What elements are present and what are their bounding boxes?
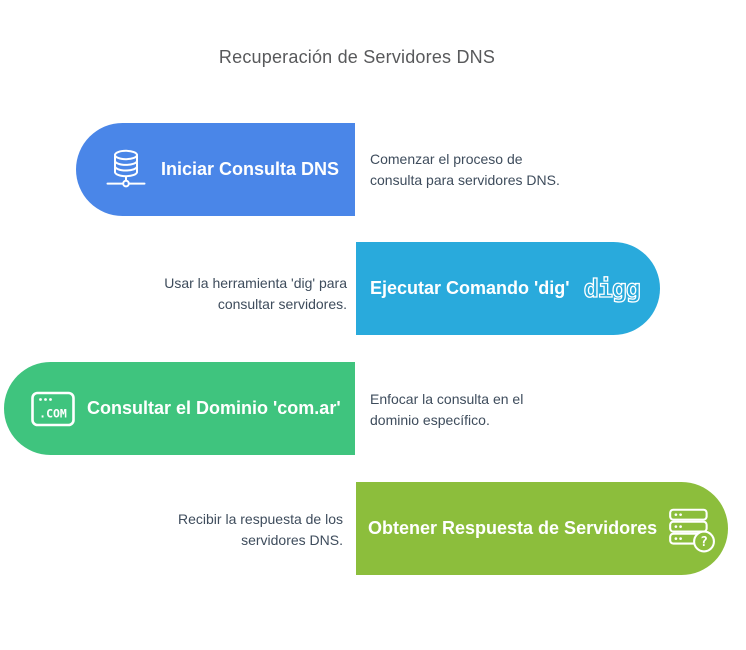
description-line: Usar la herramienta 'dig' para (164, 275, 347, 291)
description-line: consultar servidores. (217, 296, 347, 312)
step-pill-obtener-respuesta: Obtener Respuesta de Servidores ? (356, 482, 728, 575)
step-pill-iniciar-consulta-dns: Iniciar Consulta DNS (76, 123, 355, 216)
com-domain-window-icon: .COM (28, 385, 78, 433)
step-description: Recibir la respuesta de los servidores D… (103, 509, 343, 551)
description-line: dominio específico. (370, 412, 490, 428)
step-pill-ejecutar-comando-dig: Ejecutar Comando 'dig' digg (356, 242, 660, 335)
description-line: servidores DNS. (241, 532, 343, 548)
com-icon-text: .COM (39, 406, 67, 420)
step-description: Enfocar la consulta en el dominio especí… (370, 389, 620, 431)
page-title: Recuperación de Servidores DNS (218, 47, 496, 67)
description-line: Recibir la respuesta de los (178, 511, 343, 527)
database-network-icon (101, 146, 151, 194)
step-description: Usar la herramienta 'dig' para consultar… (97, 273, 347, 315)
step-label: Obtener Respuesta de Servidores (368, 518, 658, 538)
digg-logo-icon: digg (583, 274, 642, 303)
step-pill-consultar-dominio: .COM Consultar el Dominio 'com.ar' (4, 362, 355, 455)
server-question-icon: ? (666, 504, 716, 554)
step-description: Comenzar el proceso de consulta para ser… (370, 149, 620, 191)
digg-logo-text: digg (583, 274, 642, 303)
question-mark: ? (700, 535, 708, 550)
step-label: Ejecutar Comando 'dig' (370, 278, 570, 298)
description-line: Comenzar el proceso de (370, 151, 523, 167)
question-badge-circle (693, 530, 715, 552)
description-line: Enfocar la consulta en el (370, 391, 524, 407)
step-label: Iniciar Consulta DNS (161, 159, 340, 179)
description-line: consulta para servidores DNS. (370, 172, 560, 188)
step-label: Consultar el Dominio 'com.ar' (87, 398, 341, 418)
